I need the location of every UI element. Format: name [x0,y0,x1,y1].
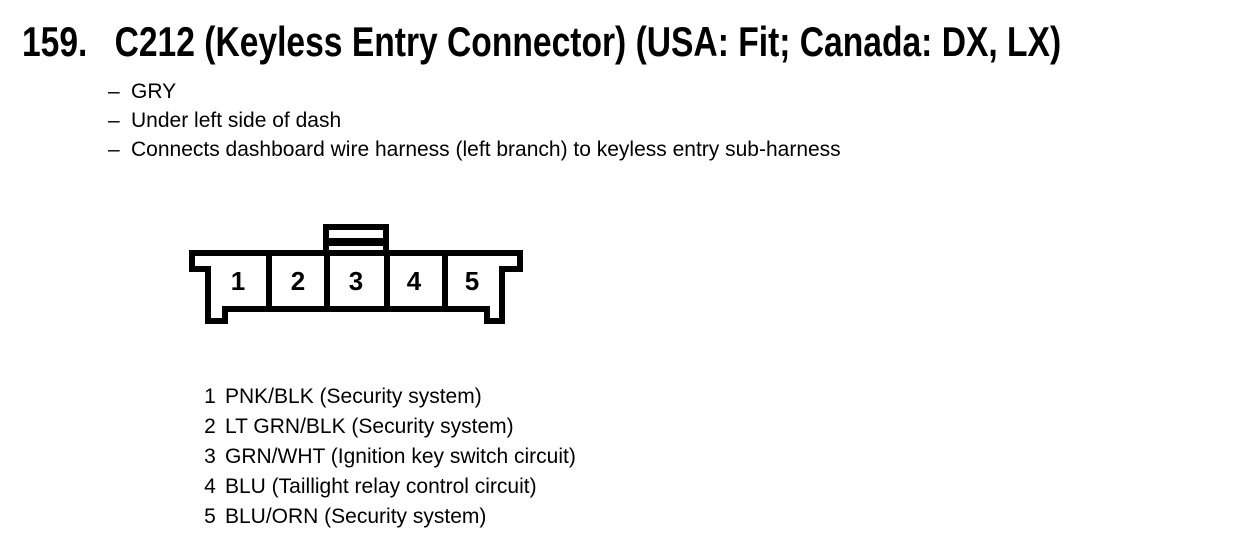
cavity-number-2: 2 [291,266,305,296]
section-title: C212 (Keyless Entry Connector) (USA: Fit… [114,18,1062,65]
pin-row: 4 BLU (Taillight relay control circuit) [203,472,576,502]
note-text: GRY [131,80,177,103]
pin-wire-label: BLU/ORN (Security system) [225,505,487,528]
section-number: 159. [22,18,88,65]
connector-notes: – GRY – Under left side of dash – Connec… [108,77,841,164]
pin-row: 5 BLU/ORN (Security system) [203,502,576,532]
pin-number: 1 [204,385,216,408]
cavity-number-3: 3 [349,266,363,296]
pin-wire-label: GRN/WHT (Ignition key switch circuit) [225,445,576,468]
note-text: Under left side of dash [131,109,342,132]
note-text: Connects dashboard wire harness (left br… [131,138,841,161]
pin-row: 3 GRN/WHT (Ignition key switch circuit) [203,442,576,472]
pin-row: 2 LT GRN/BLK (Security system) [203,412,576,442]
connector-diagram: 1 2 3 4 5 [189,224,523,324]
section-heading: 159. C212 (Keyless Entry Connector) (USA… [22,21,1061,63]
pin-list: 1 PNK/BLK (Security system) 2 LT GRN/BLK… [203,382,576,532]
pin-number: 5 [204,505,216,528]
connector-outline [189,250,523,324]
pin-wire-label: PNK/BLK (Security system) [225,385,482,408]
cavity-number-1: 1 [231,266,245,296]
cavity-number-5: 5 [465,266,479,296]
pin-wire-label: BLU (Taillight relay control circuit) [225,475,537,498]
dash-bullet: – [108,109,120,132]
note-item-location: – Under left side of dash [108,106,841,135]
dash-bullet: – [108,80,120,103]
dash-bullet: – [108,138,120,161]
pin-wire-label: LT GRN/BLK (Security system) [225,415,514,438]
note-item-function: – Connects dashboard wire harness (left … [108,135,841,164]
pin-number: 2 [204,415,216,438]
note-item-color: – GRY [108,77,841,106]
pin-number: 3 [204,445,216,468]
pin-number: 4 [204,475,216,498]
cavity-dividers [266,253,448,306]
cavity-number-4: 4 [407,266,422,296]
pin-row: 1 PNK/BLK (Security system) [203,382,576,412]
